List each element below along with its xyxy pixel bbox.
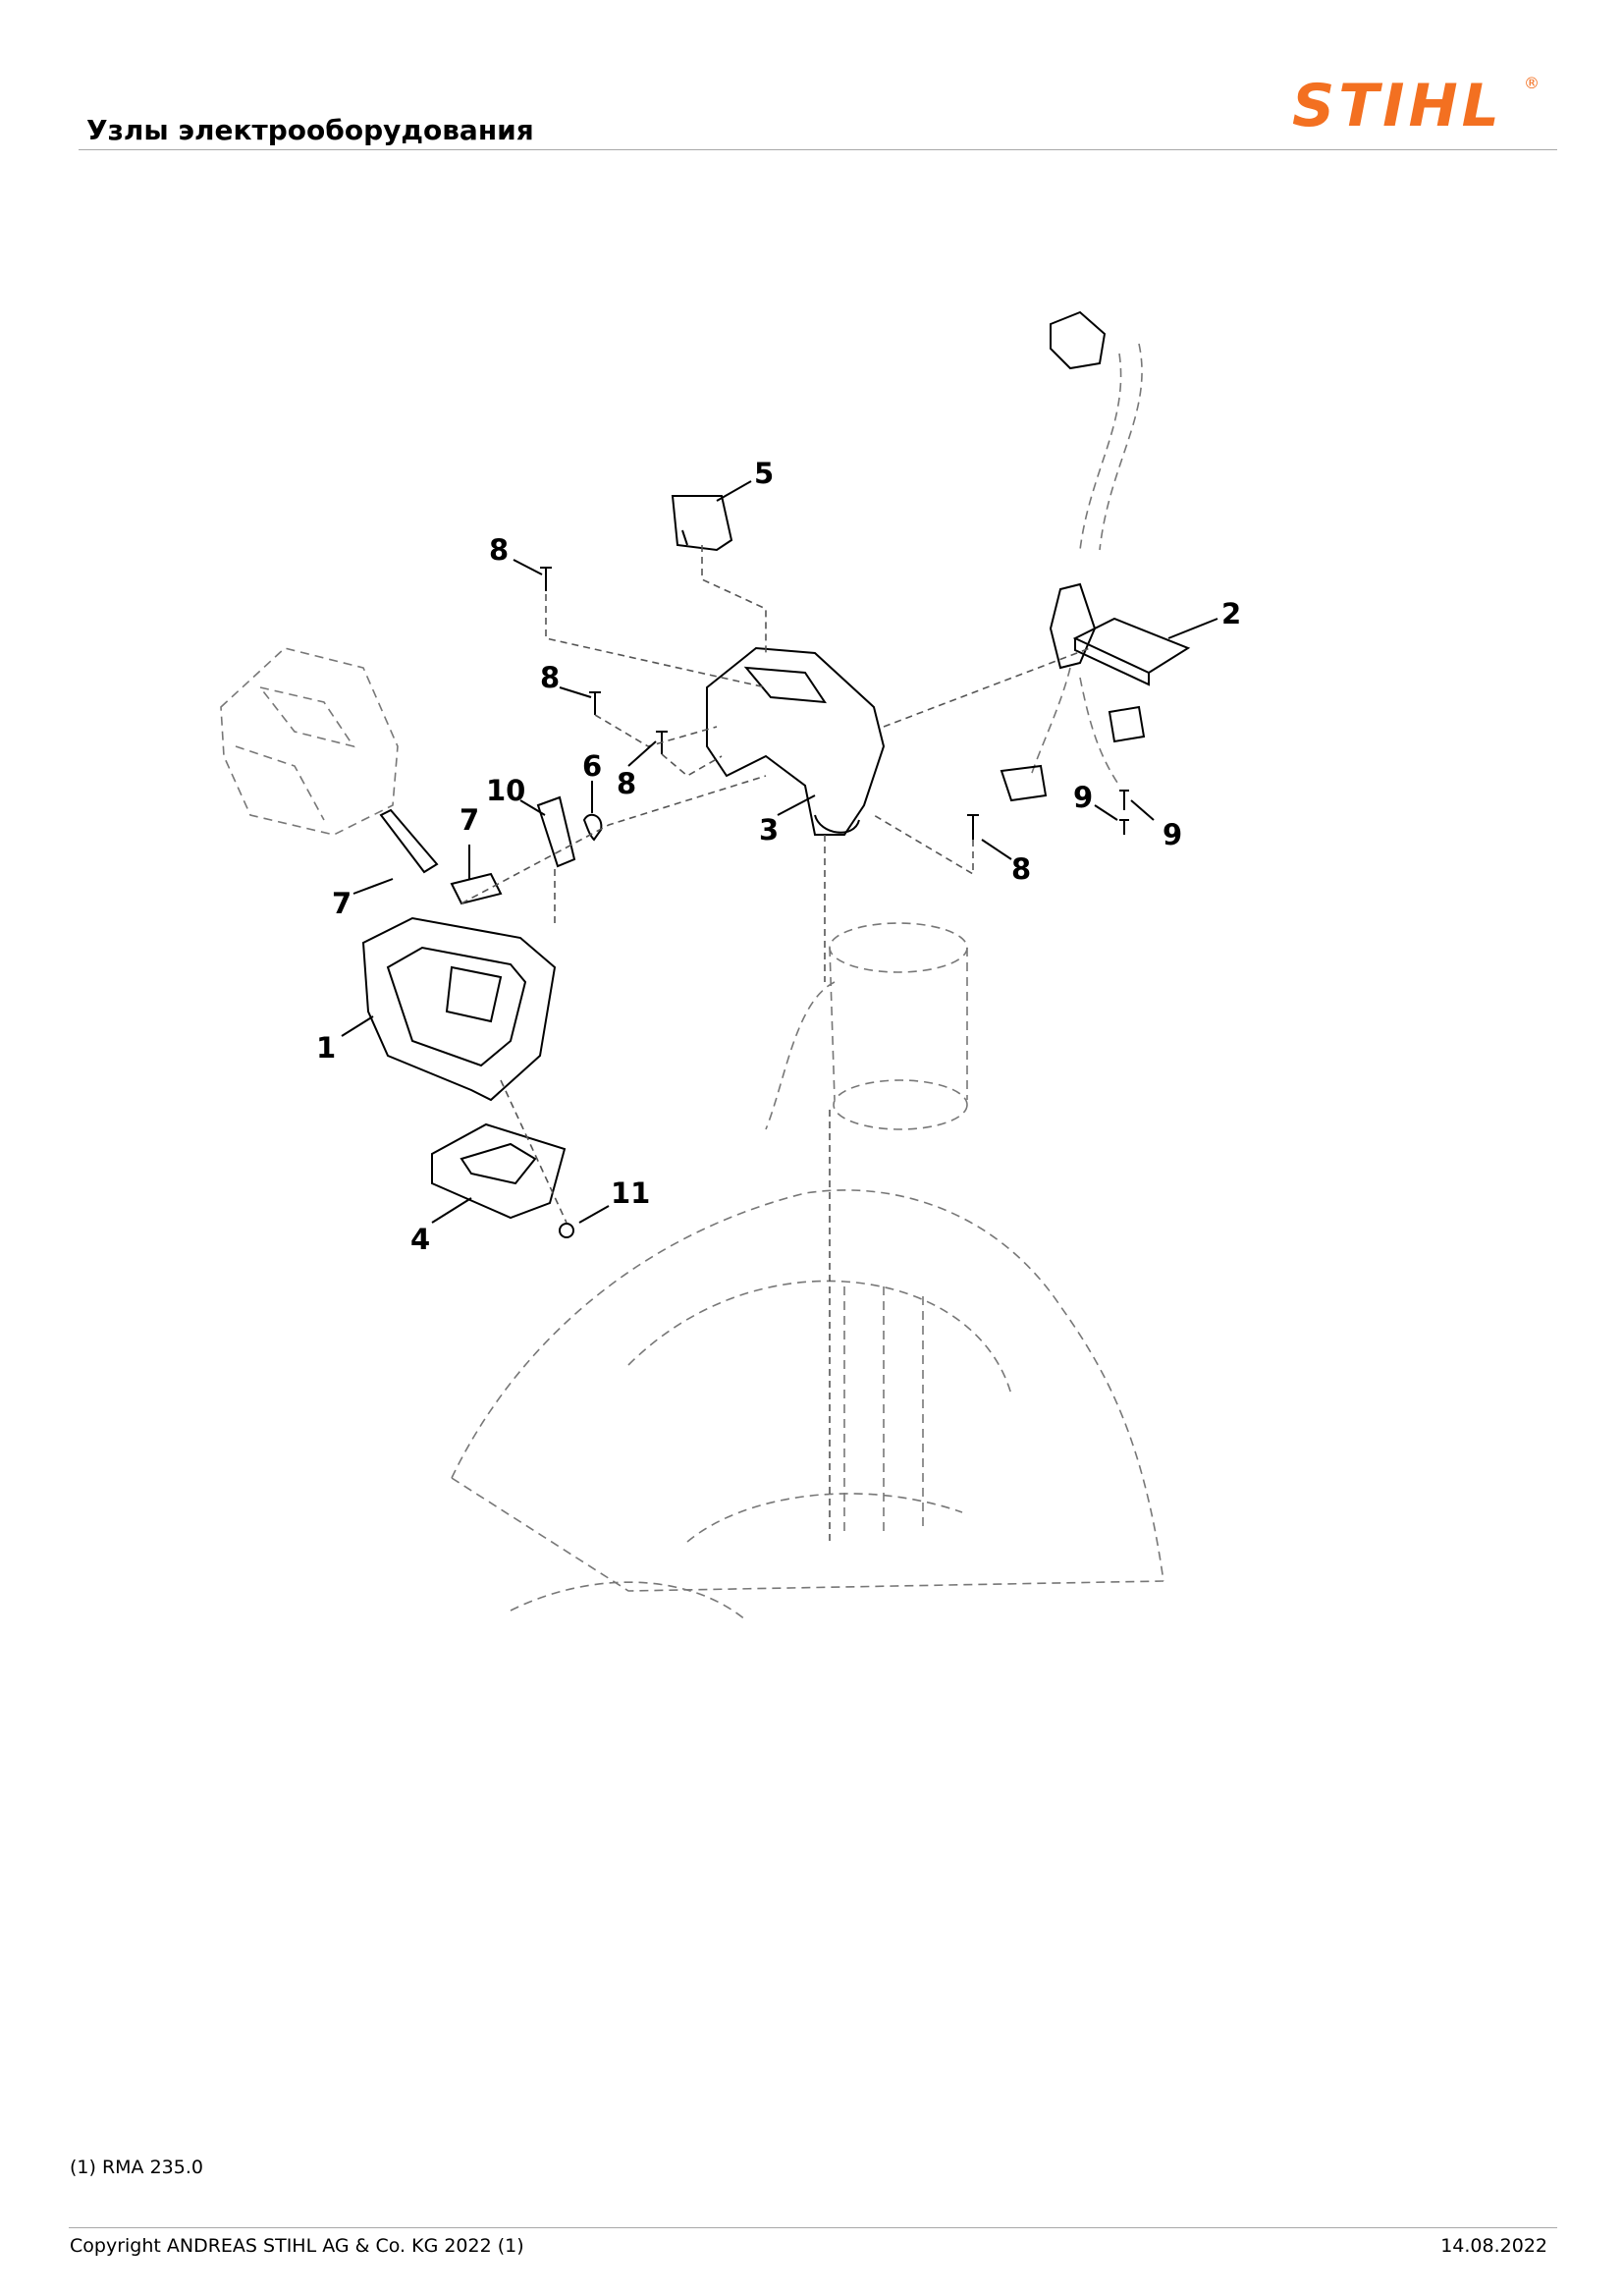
callout-part-8-middle: 8 bbox=[540, 661, 560, 694]
part-8-screws bbox=[540, 567, 979, 840]
part-7-strip-b bbox=[450, 872, 503, 905]
mower-deck-ghost bbox=[451, 1189, 1164, 1621]
callout-part-9-right: 9 bbox=[1163, 818, 1182, 851]
callout-part-10: 10 bbox=[486, 774, 525, 807]
callout-part-8-left: 8 bbox=[617, 767, 636, 800]
copyright-text: Copyright ANDREAS STIHL AG & Co. KG 2022… bbox=[70, 2235, 524, 2257]
part-10-latch bbox=[536, 795, 576, 868]
callout-part-3: 3 bbox=[759, 813, 779, 847]
document-date: 14.08.2022 bbox=[1440, 2235, 1547, 2257]
footer-divider bbox=[69, 2227, 1557, 2228]
callout-numbers: 1 2 3 4 5 6 7 7 8 8 8 8 9 9 10 11 bbox=[316, 457, 1241, 1256]
stihl-logo-registered: ® bbox=[1524, 74, 1540, 92]
callout-part-8-top: 8 bbox=[489, 533, 509, 567]
callout-part-4: 4 bbox=[410, 1223, 430, 1256]
exploded-parts-drawing: 1 2 3 4 5 6 7 7 8 8 8 8 9 9 10 11 bbox=[220, 310, 1241, 1621]
assembly-lines bbox=[460, 545, 1091, 1542]
part-6-clip bbox=[582, 813, 603, 842]
battery-pack-ghost bbox=[220, 647, 399, 836]
part-11-screw bbox=[559, 1223, 574, 1238]
part-3-mounting-bracket bbox=[706, 646, 886, 836]
part-9-screws bbox=[1119, 790, 1129, 835]
callout-part-7-upper: 7 bbox=[460, 803, 479, 837]
leader-lines bbox=[341, 480, 1218, 1224]
callout-part-2: 2 bbox=[1221, 597, 1241, 630]
callout-part-11: 11 bbox=[611, 1176, 650, 1210]
callout-part-7-lower: 7 bbox=[332, 887, 352, 920]
callout-part-9-left: 9 bbox=[1073, 781, 1093, 814]
stihl-logo: STIHL ® bbox=[1292, 72, 1540, 137]
callout-part-1: 1 bbox=[316, 1031, 336, 1065]
callout-part-6: 6 bbox=[582, 749, 602, 783]
page-title: Узлы электрооборудования bbox=[86, 114, 534, 146]
stihl-logo-text: STIHL bbox=[1292, 72, 1503, 137]
model-footnote: (1) RMA 235.0 bbox=[70, 2157, 203, 2178]
part-7-strip-a bbox=[379, 808, 439, 874]
callout-part-8-right: 8 bbox=[1011, 852, 1031, 886]
wiring-harness bbox=[1000, 310, 1146, 802]
motor-ghost bbox=[765, 922, 968, 1130]
part-5-connector-cap bbox=[671, 495, 733, 552]
callout-part-5: 5 bbox=[754, 457, 774, 490]
part-2-plate bbox=[1072, 617, 1191, 686]
header-divider bbox=[79, 149, 1557, 150]
part-4-control-module bbox=[431, 1122, 567, 1220]
part-1-battery-housing bbox=[361, 916, 557, 1102]
